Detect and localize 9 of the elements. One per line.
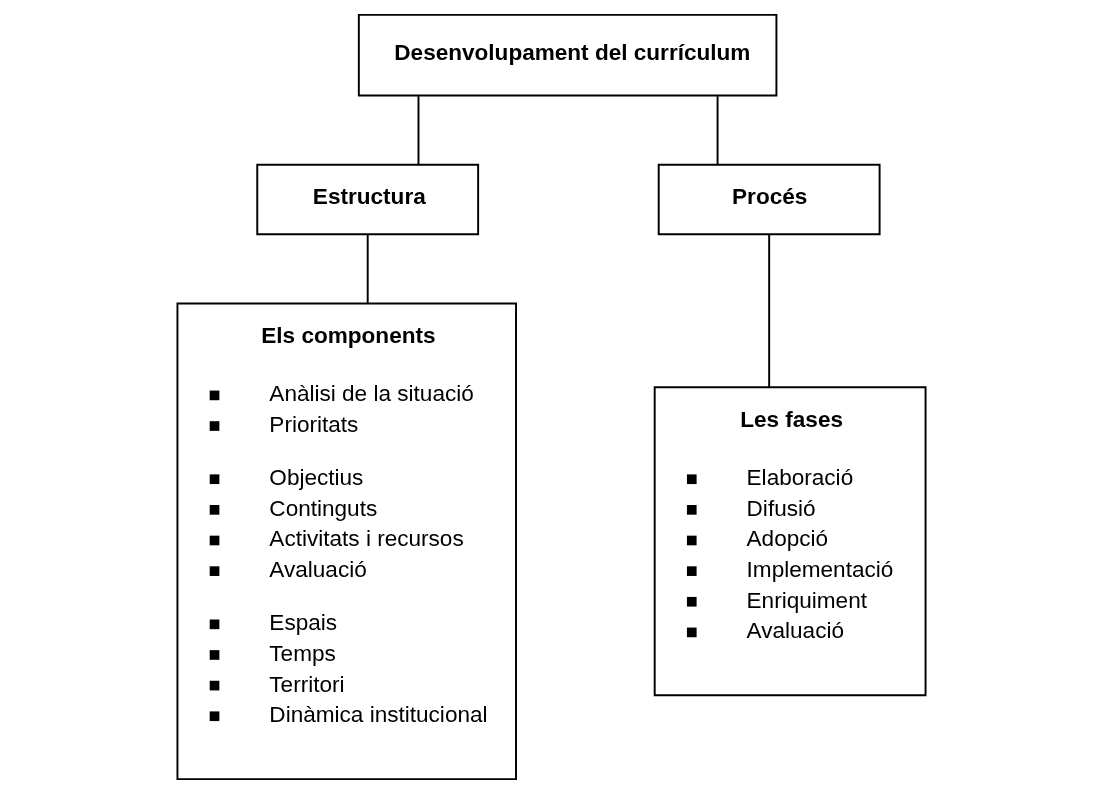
- node-box: Els components Anàlisi de la situació Prioritats Objectius Continguts Activitats i recursos Avaluació Espais Temps Territori Dinàmica institucional: [176, 302, 517, 781]
- node-box: Procés: [657, 163, 881, 236]
- node-box: Estructura: [255, 163, 479, 236]
- node-box: Desenvolupament del currículum: [357, 13, 777, 97]
- connector: [767, 233, 770, 388]
- connector: [716, 95, 719, 166]
- connector: [417, 95, 419, 166]
- connector: [366, 233, 369, 304]
- node-box: Les fases Elaboració Difusió Adopció Implementació Enriquiment Avaluació: [653, 386, 926, 697]
